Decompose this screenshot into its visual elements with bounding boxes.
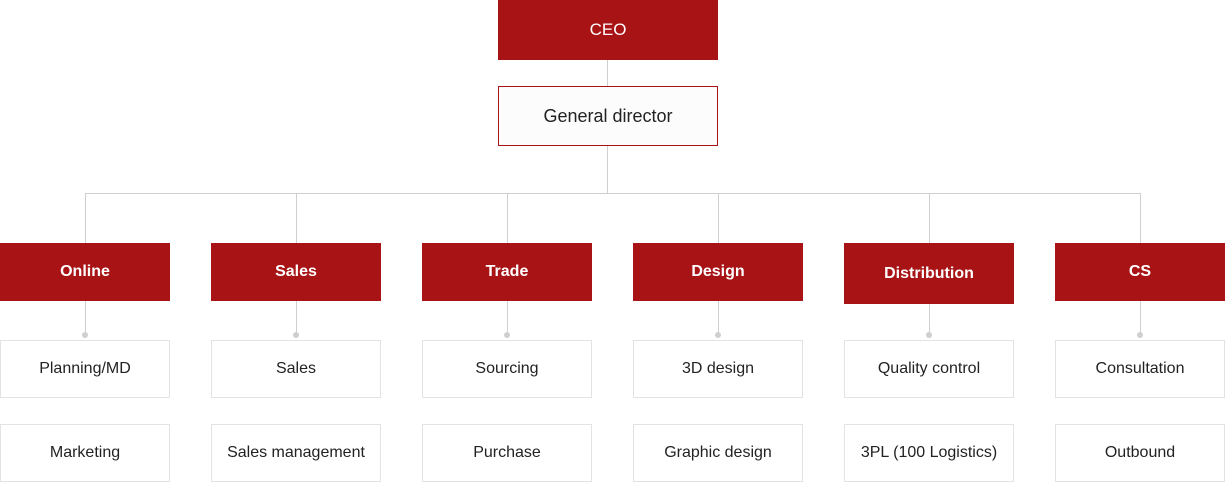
dept-label: Sales [275, 263, 317, 280]
subunit-box: Outbound [1055, 424, 1225, 482]
subunit-box: 3PL (100 Logistics) [844, 424, 1014, 482]
connector-gd-down [607, 146, 608, 193]
dept-cs: CS [1055, 243, 1225, 301]
subunit-label: Marketing [49, 444, 121, 461]
subunit-label: Purchase [473, 444, 541, 461]
dept-label: Design [691, 263, 745, 280]
subunit-label: Outbound [1104, 444, 1176, 461]
subunit-box: Sales management [211, 424, 381, 482]
connector-dept-sub [85, 301, 86, 333]
subunit-box: Consultation [1055, 340, 1225, 398]
dept-label: Distribution [884, 264, 974, 282]
general-director-box: General director [498, 86, 718, 146]
connector-dept-trade [507, 193, 508, 243]
ceo-box: CEO [498, 0, 718, 60]
subunit-label: 3D design [681, 360, 755, 377]
dept-label: CS [1128, 263, 1152, 280]
subunit-label: Planning/MD [39, 360, 131, 377]
connector-dept-sub [1140, 301, 1141, 333]
dept-label: Trade [485, 263, 529, 280]
subunit-box: 3D design [633, 340, 803, 398]
subunit-box: Marketing [0, 424, 170, 482]
connector-dot [1137, 332, 1143, 338]
connector-dot [82, 332, 88, 338]
subunit-box: Quality control [844, 340, 1014, 398]
subunit-box: Sales [211, 340, 381, 398]
connector-dept-online [85, 193, 86, 243]
dept-label: Online [60, 263, 110, 280]
dept-online: Online [0, 243, 170, 301]
subunit-label: Graphic design [664, 444, 772, 461]
general-director-label: General director [543, 105, 673, 126]
subunit-label: Sales [275, 360, 317, 377]
connector-dept-distribution [929, 193, 930, 243]
ceo-label: CEO [589, 20, 627, 39]
connector-dept-sub [296, 301, 297, 333]
connector-dept-cs [1140, 193, 1141, 243]
connector-dept-sub [718, 301, 719, 333]
connector-dot [293, 332, 299, 338]
subunit-box: Planning/MD [0, 340, 170, 398]
connector-dot [715, 332, 721, 338]
subunit-label: Consultation [1095, 360, 1185, 377]
dept-design: Design [633, 243, 803, 301]
connector-dot [504, 332, 510, 338]
subunit-label: Sales management [227, 444, 365, 461]
connector-dept-sub [507, 301, 508, 333]
connector-dept-sub [929, 304, 930, 333]
subunit-label: Quality control [877, 360, 981, 377]
dept-distribution: Distribution [844, 243, 1014, 304]
connector-ceo-gd [607, 60, 608, 86]
subunit-label: 3PL (100 Logistics) [860, 444, 998, 461]
connector-horizontal [85, 193, 1140, 194]
dept-trade: Trade [422, 243, 592, 301]
subunit-box: Sourcing [422, 340, 592, 398]
subunit-box: Purchase [422, 424, 592, 482]
subunit-label: Sourcing [475, 360, 539, 377]
connector-dept-sales [296, 193, 297, 243]
connector-dept-design [718, 193, 719, 243]
subunit-box: Graphic design [633, 424, 803, 482]
connector-dot [926, 332, 932, 338]
dept-sales: Sales [211, 243, 381, 301]
